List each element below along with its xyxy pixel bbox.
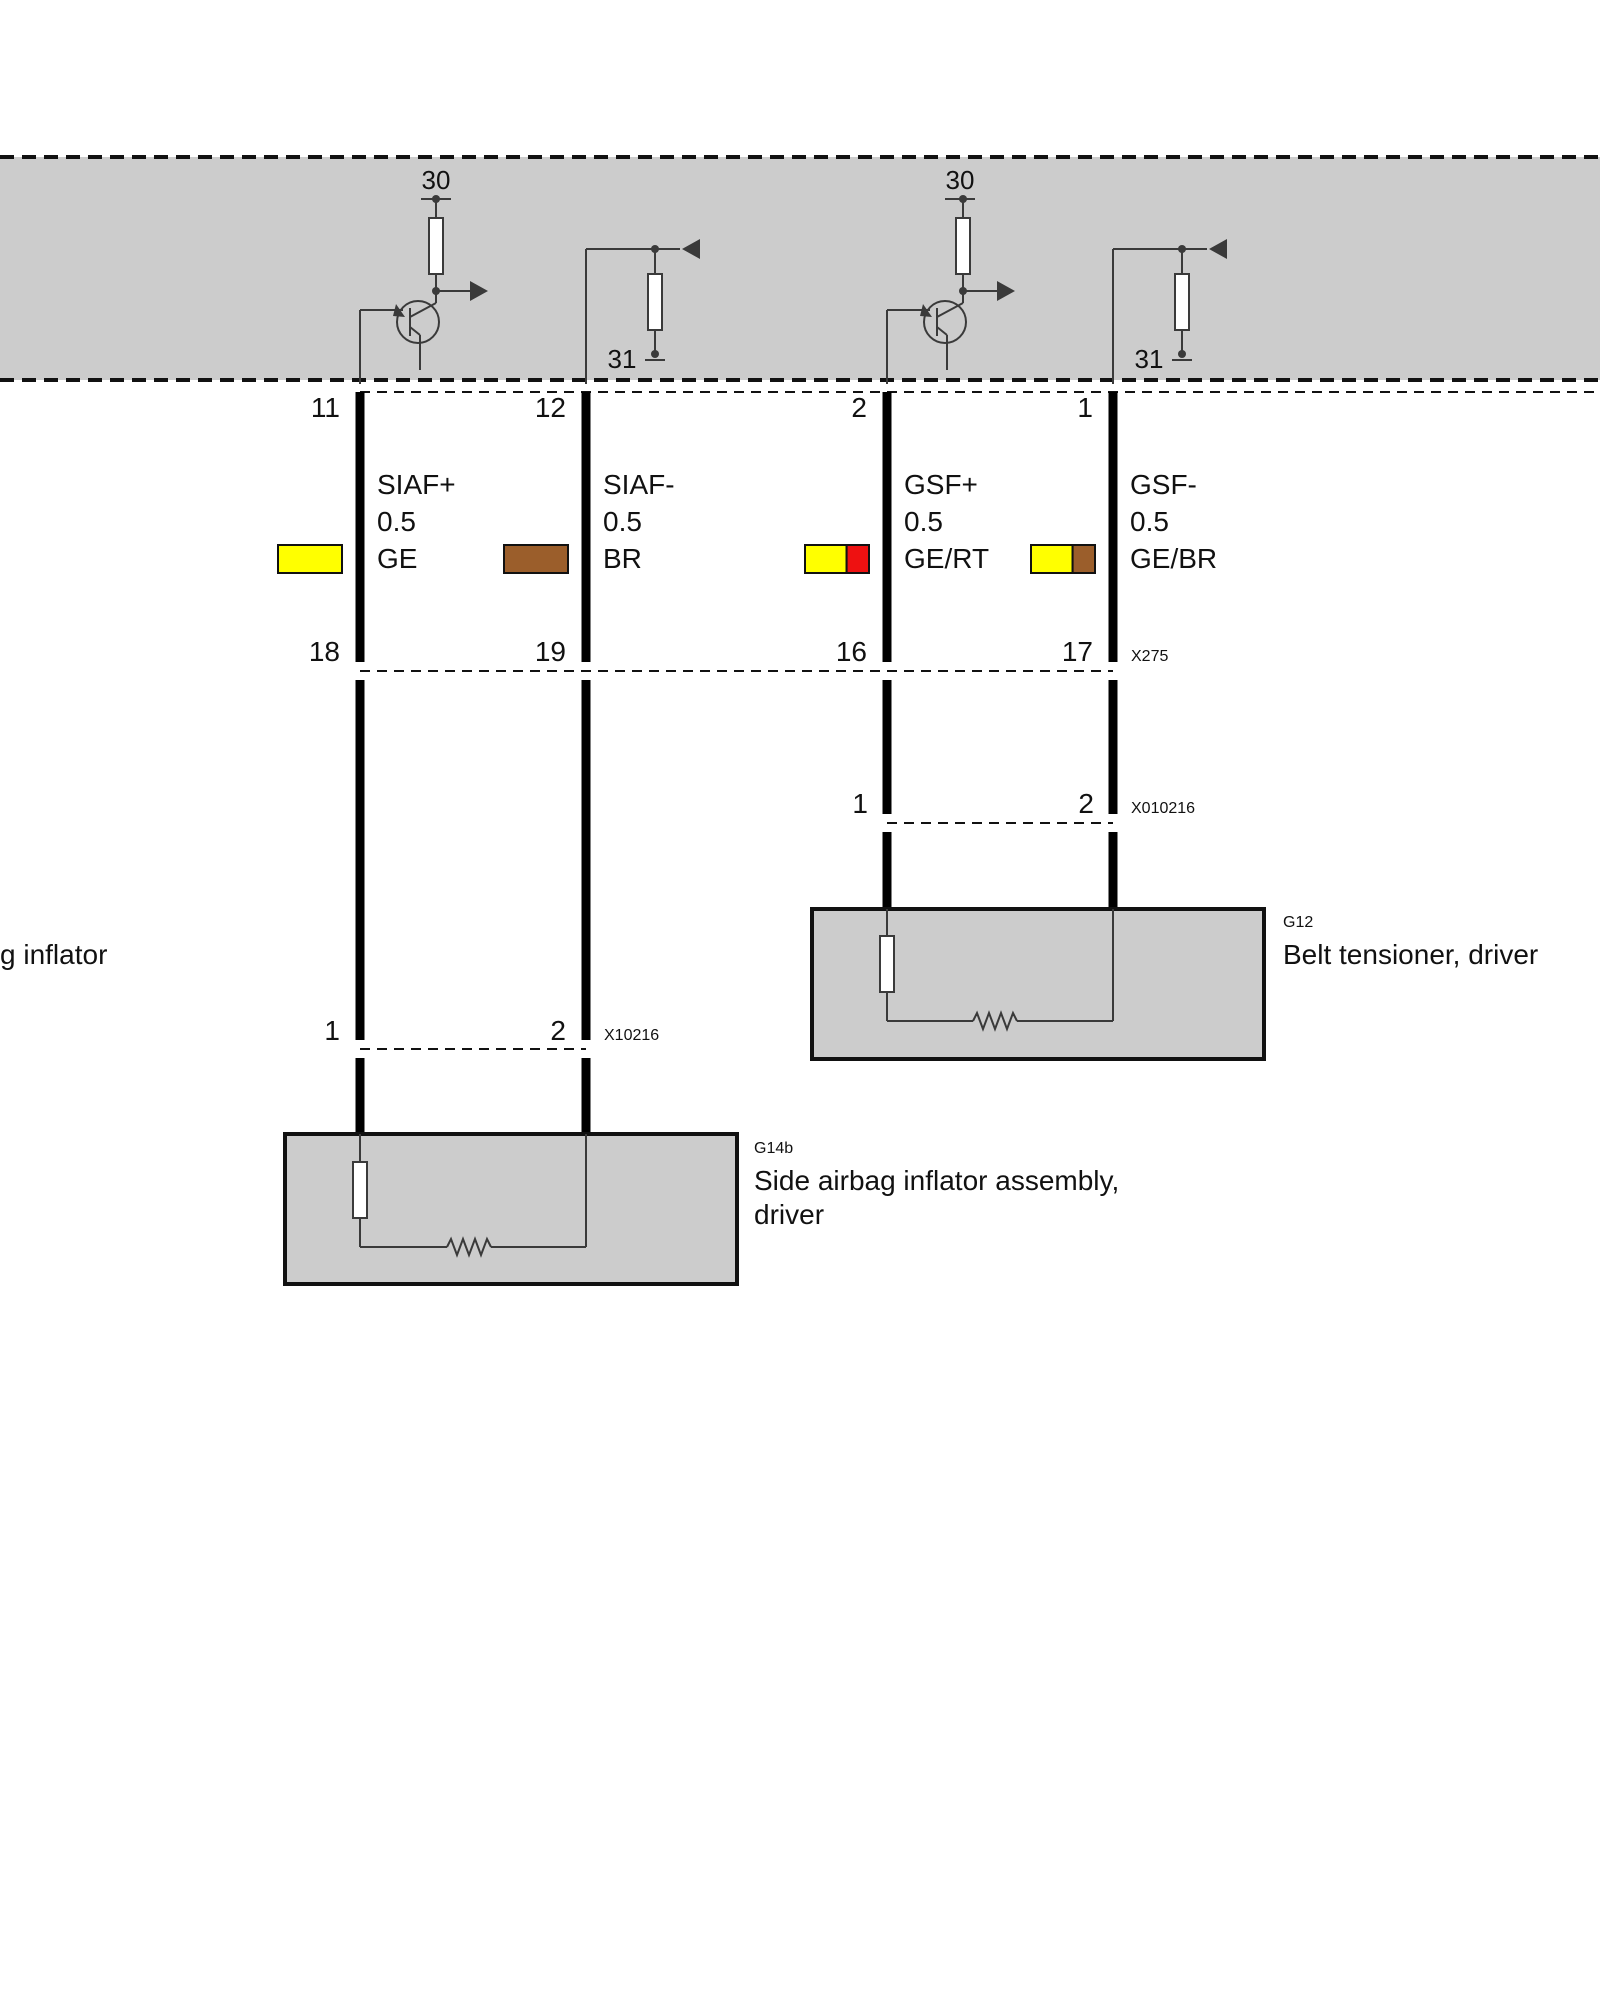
swatch-color-1 <box>804 544 848 574</box>
side-airbag-squib-icon <box>446 1236 492 1258</box>
x10216-pin-1-label: 1 <box>324 1015 340 1046</box>
belt-tensioner-component: G12 Belt tensioner, driver <box>810 907 1538 1061</box>
wire-2: 12 19 SIAF- 0.5BR <box>503 392 675 1134</box>
wire-gauge: 0.5 <box>904 506 943 537</box>
wire-color-code: BR <box>603 543 642 574</box>
lower-pin-label: 16 <box>836 636 867 667</box>
output-stage-1: 30 <box>359 165 488 384</box>
connector-x010216-label: X010216 <box>1131 800 1195 817</box>
side-airbag-label-line2: driver <box>754 1199 824 1230</box>
control-module <box>0 155 1600 393</box>
pullup-resistor-2 <box>955 217 971 275</box>
wire-color-code: GE <box>377 543 417 574</box>
x010216-pin-2-label: 2 <box>1078 788 1094 819</box>
wire-signal-name: GSF- <box>1130 469 1197 500</box>
upper-pin-label: 12 <box>535 392 566 423</box>
sense-stage-1: 31 <box>585 239 700 384</box>
upper-pin-label: 2 <box>851 392 867 423</box>
sense-stage-2: 31 <box>1112 239 1227 384</box>
belt-tensioner-code: G12 <box>1283 914 1313 931</box>
control-module-fill <box>0 157 1600 380</box>
side-airbag-label-line1: Side airbag inflator assembly, <box>754 1165 1119 1196</box>
wire-color-swatch <box>804 544 870 574</box>
lower-pin-label: 18 <box>309 636 340 667</box>
pullup-resistor-1 <box>428 217 444 275</box>
wire-color-swatch <box>277 544 343 574</box>
wire-color-code: GE/BR <box>1130 543 1217 574</box>
x10216-pin-2-label: 2 <box>550 1015 566 1046</box>
wire-signal-name: SIAF+ <box>377 469 456 500</box>
sense-arrow-icon-1 <box>470 281 488 301</box>
wire-gauge: 0.5 <box>1130 506 1169 537</box>
side-airbag-code: G14b <box>754 1140 793 1157</box>
swatch-color-2 <box>845 544 870 574</box>
upper-pin-label: 11 <box>311 392 340 423</box>
wire-gauge: 0.5 <box>603 506 642 537</box>
swatch-color-2 <box>1071 544 1096 574</box>
supply-30-label-1: 30 <box>422 165 451 195</box>
sense-resistor-1 <box>647 273 663 331</box>
belt-tensioner-label: Belt tensioner, driver <box>1283 939 1538 970</box>
reference-arrow-icon-2 <box>1209 239 1227 259</box>
lower-pin-label: 19 <box>535 636 566 667</box>
wire-gauge: 0.5 <box>377 506 416 537</box>
connector-x10216-label: X10216 <box>604 1027 659 1044</box>
wire-4: 1 17 GSF- 0.5GE/BR <box>1030 392 1217 909</box>
x010216-pin-1-label: 1 <box>852 788 868 819</box>
wire-color-swatch <box>503 544 569 574</box>
wire-1: 11 18 SIAF+ 0.5GE <box>277 392 456 1134</box>
belt-tensioner-resistor <box>879 935 895 993</box>
wire-signal-name: GSF+ <box>904 469 978 500</box>
side-airbag-component: G14b Side airbag inflator assembly, driv… <box>283 1132 1119 1286</box>
swatch-color-1 <box>277 544 343 574</box>
wire-color-swatch <box>1030 544 1096 574</box>
wire-color-code: GE/RT <box>904 543 989 574</box>
left-component-partial-label: g inflator <box>0 939 107 970</box>
transistor-icon-2 <box>923 300 967 344</box>
transistor-icon-1 <box>396 300 440 344</box>
swatch-color-1 <box>1030 544 1074 574</box>
belt-tensioner-squib-icon <box>972 1010 1018 1032</box>
connector-x275-label: X275 <box>1131 648 1168 665</box>
ground-31-label-2: 31 <box>1135 344 1164 374</box>
sense-resistor-2 <box>1174 273 1190 331</box>
wire-signal-name: SIAF- <box>603 469 675 500</box>
output-stage-2: 30 <box>886 165 1015 384</box>
sense-arrow-icon-2 <box>997 281 1015 301</box>
reference-arrow-icon-1 <box>682 239 700 259</box>
supply-30-label-2: 30 <box>946 165 975 195</box>
side-airbag-resistor <box>352 1161 368 1219</box>
swatch-color-1 <box>503 544 569 574</box>
ground-31-label-1: 31 <box>608 344 637 374</box>
upper-pin-label: 1 <box>1077 392 1093 423</box>
wire-harness: 1118SIAF+0.5GE1219SIAF-0.5BR216GSF+0.5GE… <box>277 392 1217 1134</box>
wire-3: 2 16 GSF+ 0.5GE/RT <box>804 392 989 909</box>
lower-pin-label: 17 <box>1062 636 1093 667</box>
